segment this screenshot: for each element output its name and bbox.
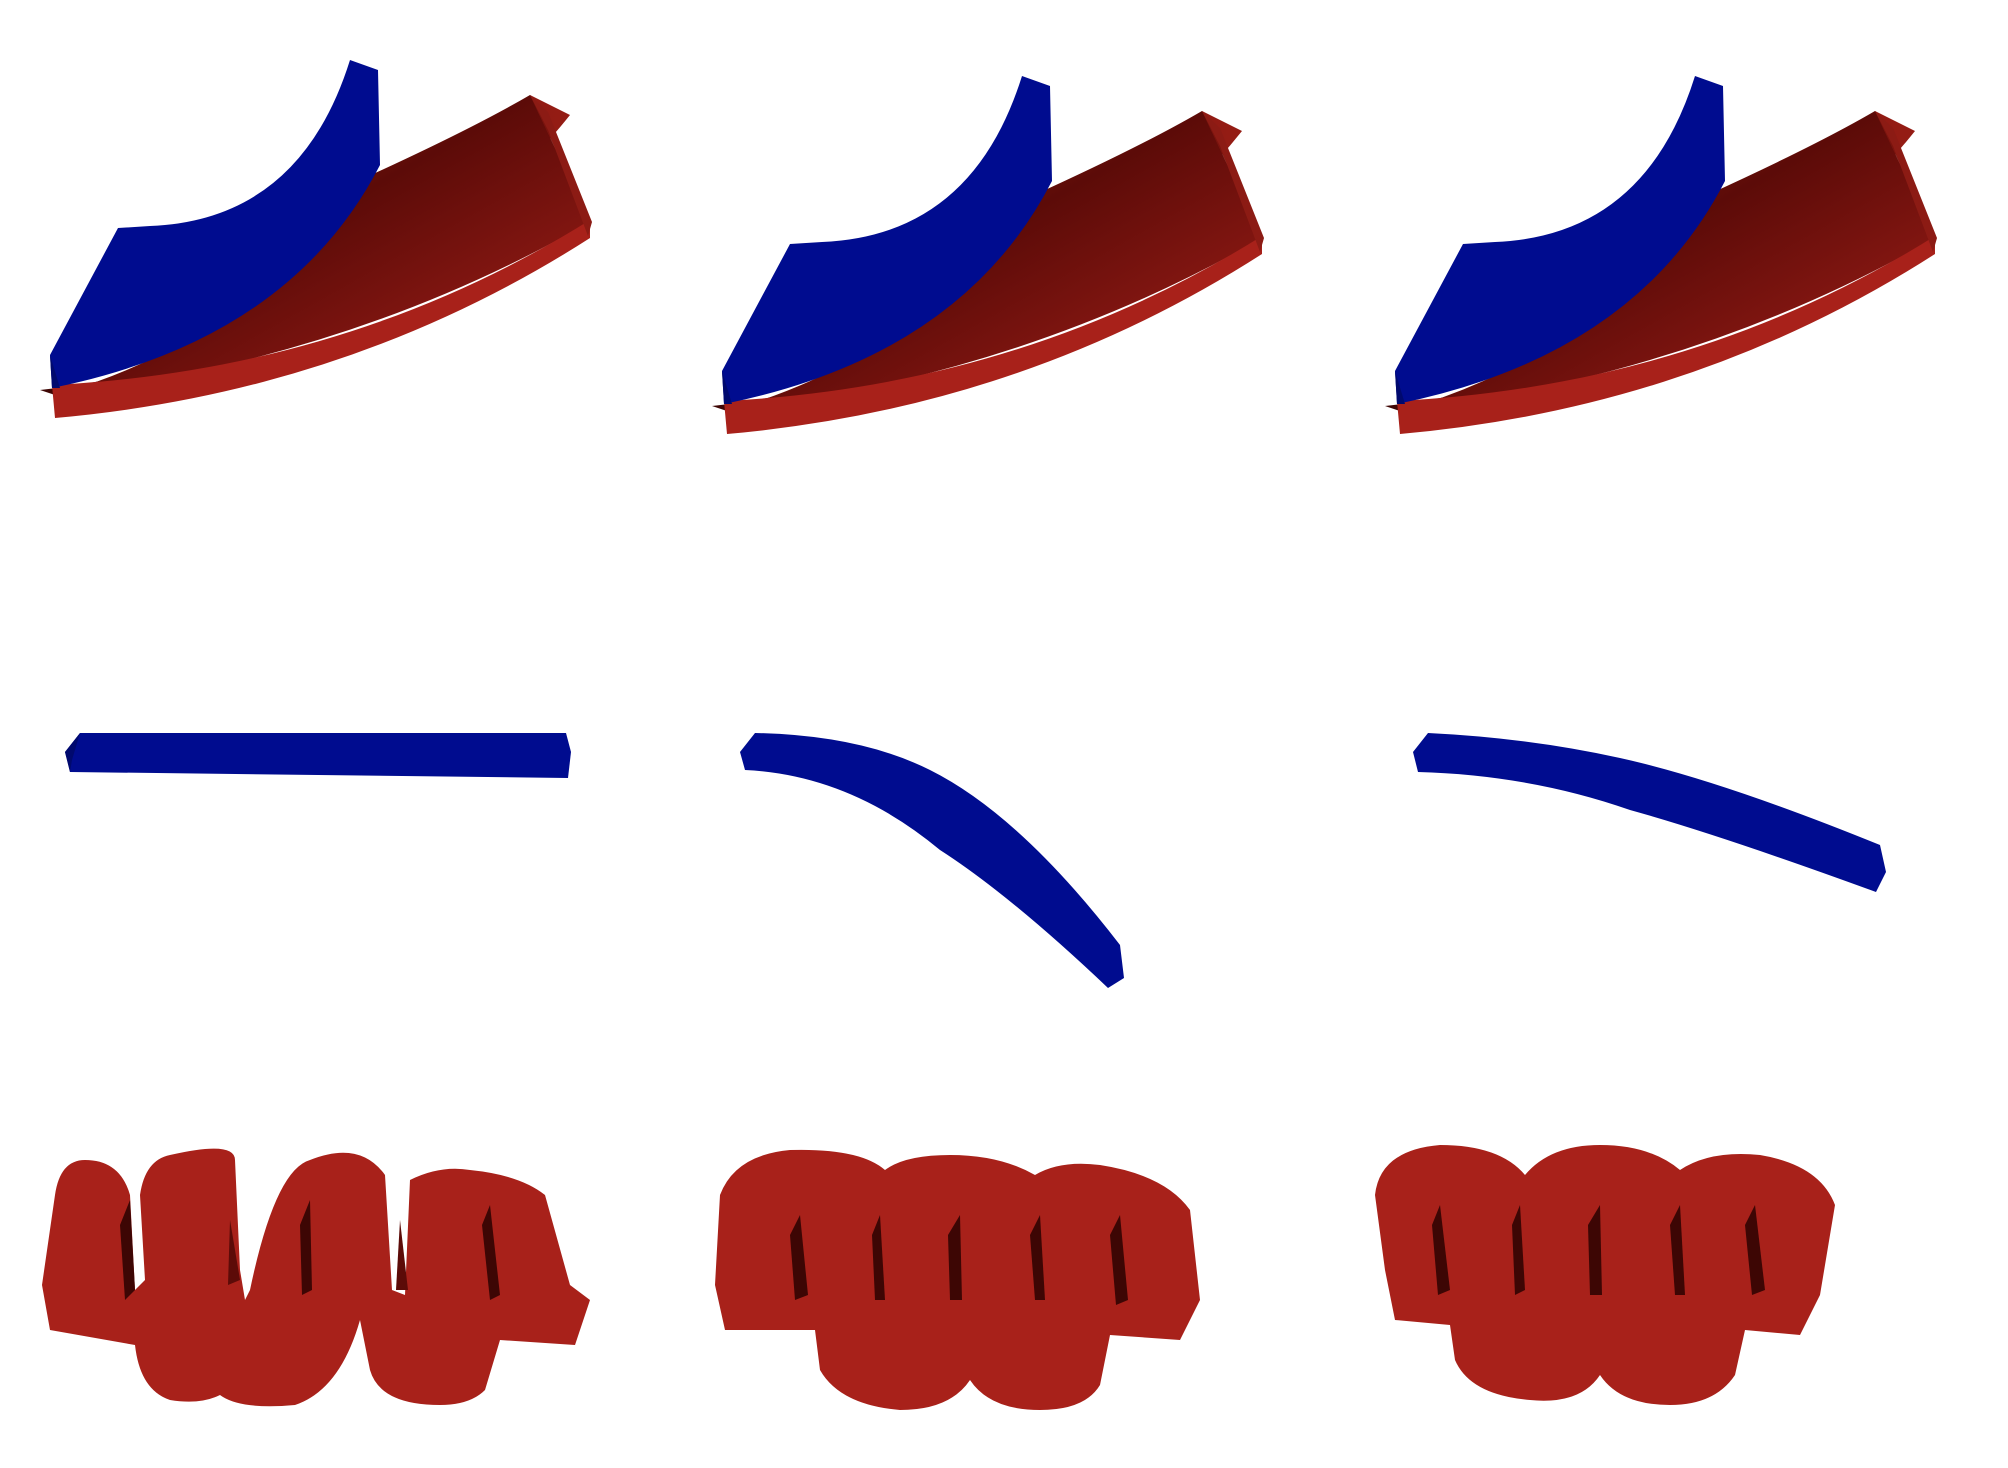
red-meander-2 [715, 1149, 1200, 1410]
blue-strip-2 [740, 733, 1124, 988]
red-meander-1 [42, 1148, 590, 1407]
bilayer-panel-1 [40, 60, 592, 418]
blue-strip-3 [1413, 733, 1886, 892]
red-meander-3 [1375, 1145, 1835, 1405]
bilayer-panel-2 [712, 76, 1264, 434]
bilayer-panel-3 [1385, 76, 1937, 434]
blue-strip-1 [65, 733, 571, 778]
